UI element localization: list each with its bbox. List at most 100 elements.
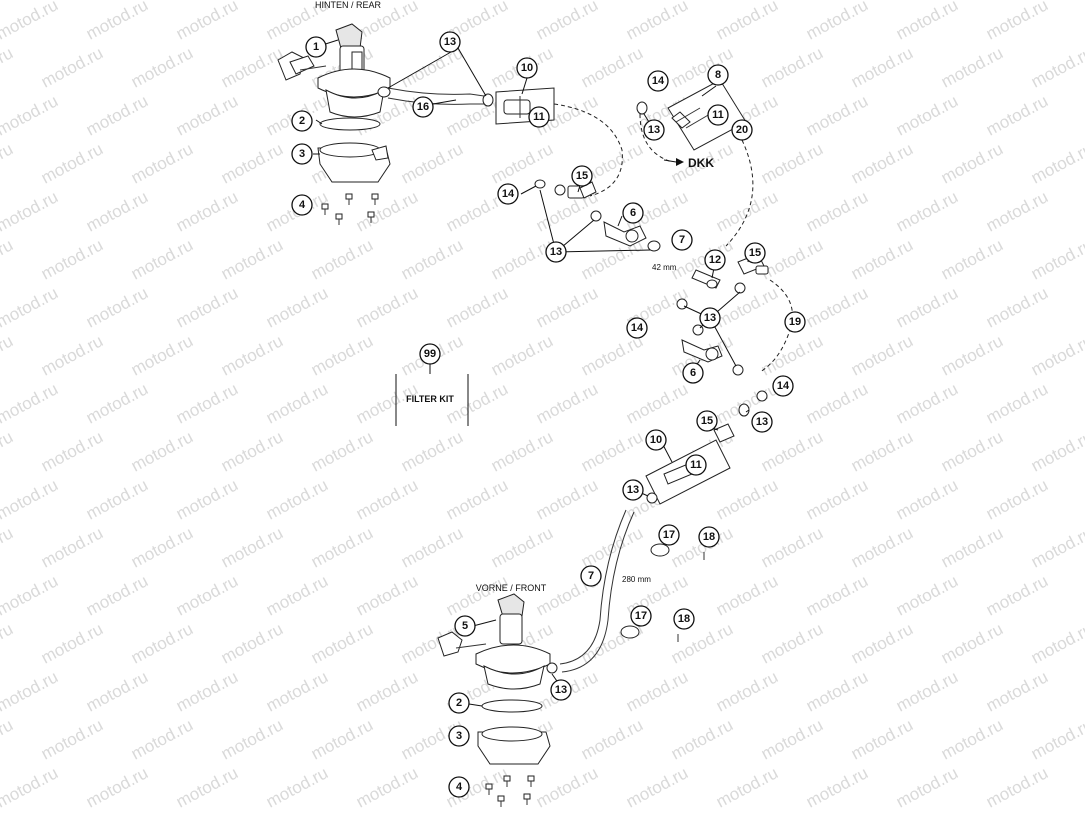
- watermark-text: motod.ru: [848, 619, 916, 667]
- svg-text:5: 5: [462, 620, 468, 632]
- watermark-text: motod.ru: [938, 331, 1006, 379]
- svg-text:6: 6: [630, 207, 636, 219]
- watermark-text: motod.ru: [443, 283, 511, 331]
- watermark-text: motod.ru: [983, 763, 1051, 811]
- svg-text:18: 18: [678, 613, 690, 625]
- watermark-text: motod.ru: [0, 235, 16, 283]
- filter-kit-bracket: [395, 364, 469, 426]
- watermark-text: motod.ru: [803, 667, 871, 715]
- watermark-text: motod.ru: [218, 43, 286, 91]
- watermark-text: motod.ru: [893, 0, 961, 44]
- watermark-text: motod.ru: [848, 331, 916, 379]
- watermark-text: motod.ru: [893, 91, 961, 139]
- watermark-text: motod.ru: [308, 235, 376, 283]
- watermark-text: motod.ru: [38, 523, 106, 571]
- watermark-text: motod.ru: [938, 715, 1006, 763]
- watermark-text: motod.ru: [533, 475, 601, 523]
- rear-screws: [321, 193, 379, 225]
- svg-text:16: 16: [417, 101, 429, 113]
- watermark-text: motod.ru: [938, 619, 1006, 667]
- watermark-text: motod.ru: [803, 379, 871, 427]
- dkk-arrow: DKK: [663, 156, 714, 170]
- watermark-text: motod.ru: [0, 331, 16, 379]
- watermark-text: motod.ru: [1028, 139, 1085, 187]
- callout-13-front: 13: [550, 679, 572, 701]
- svg-text:7: 7: [588, 570, 594, 582]
- watermark-text: motod.ru: [758, 43, 826, 91]
- svg-text:4: 4: [456, 781, 463, 793]
- watermark-text: motod.ru: [128, 427, 196, 475]
- watermark-text: motod.ru: [0, 427, 16, 475]
- watermark-text: motod.ru: [83, 0, 151, 44]
- watermark-text: motod.ru: [38, 619, 106, 667]
- watermark-text: motod.ru: [893, 571, 961, 619]
- front-clamp-13: [546, 662, 558, 674]
- callout-14-right: 14: [772, 375, 794, 397]
- callout-11-top: 11: [528, 106, 550, 128]
- watermark-text: motod.ru: [623, 667, 691, 715]
- watermark-text: motod.ru: [173, 571, 241, 619]
- watermark-text: motod.ru: [713, 0, 781, 44]
- watermark-text: motod.ru: [263, 763, 331, 811]
- callout-14-top: 14: [647, 70, 669, 92]
- watermark-text: motod.ru: [83, 187, 151, 235]
- watermark-text: motod.ru: [263, 667, 331, 715]
- svg-text:10: 10: [650, 434, 662, 446]
- watermark-text: motod.ru: [0, 43, 16, 91]
- callout-6-lower: 6: [682, 362, 704, 384]
- watermark-text: motod.ru: [1028, 331, 1085, 379]
- watermark-text: motod.ru: [938, 43, 1006, 91]
- dkk-line-upper: [639, 113, 673, 163]
- svg-text:11: 11: [690, 459, 702, 471]
- callout-8: 8: [707, 64, 729, 86]
- watermark-text: motod.ru: [533, 763, 601, 811]
- watermark-text: motod.ru: [758, 331, 826, 379]
- watermark-text: motod.ru: [758, 235, 826, 283]
- watermark-text: motod.ru: [0, 523, 16, 571]
- svg-text:3: 3: [299, 148, 305, 160]
- svg-text:13: 13: [648, 124, 660, 136]
- callout-14-left: 14: [497, 183, 519, 205]
- svg-text:7: 7: [679, 234, 685, 246]
- watermark-text: motod.ru: [983, 667, 1051, 715]
- svg-text:13: 13: [444, 36, 456, 48]
- connector-15-lower: [713, 423, 735, 443]
- watermark-text: motod.ru: [218, 619, 286, 667]
- watermark-text: motod.ru: [1028, 619, 1085, 667]
- watermark-text: motod.ru: [1028, 43, 1085, 91]
- watermark-text: motod.ru: [488, 427, 556, 475]
- watermark-text: motod.ru: [353, 763, 421, 811]
- watermark-text: motod.ru: [1028, 235, 1085, 283]
- watermark-text: motod.ru: [713, 475, 781, 523]
- callout-5: 5: [454, 615, 476, 637]
- watermark-text: motod.ru: [893, 475, 961, 523]
- watermark-text: motod.ru: [983, 187, 1051, 235]
- watermark-text: motod.ru: [218, 331, 286, 379]
- pressure-regulator-6-lower: [681, 339, 723, 363]
- watermark-text: motod.ru: [938, 139, 1006, 187]
- clamp-13-lower-filter: [646, 492, 658, 504]
- svg-text:14: 14: [631, 322, 644, 334]
- watermark-text: motod.ru: [173, 763, 241, 811]
- watermark-text: motod.ru: [308, 715, 376, 763]
- watermark-text: motod.ru: [128, 235, 196, 283]
- watermark-text: motod.ru: [893, 187, 961, 235]
- watermark-text: motod.ru: [893, 763, 961, 811]
- svg-text:20: 20: [736, 124, 748, 136]
- callout-2-front: 2: [448, 692, 470, 714]
- dkk-label: DKK: [688, 156, 714, 170]
- watermark-text: motod.ru: [443, 571, 511, 619]
- watermark-text: motod.ru: [83, 475, 151, 523]
- watermark-text: motod.ru: [38, 43, 106, 91]
- callout-2: 2: [291, 110, 313, 132]
- watermark-text: motod.ru: [0, 0, 61, 44]
- callout-19: 19: [784, 311, 806, 333]
- watermark-text: motod.ru: [128, 331, 196, 379]
- callout-10-lower: 10: [645, 429, 667, 451]
- svg-text:13: 13: [627, 484, 639, 496]
- clamps-lower-right: [738, 390, 768, 417]
- watermark-text: motod.ru: [488, 331, 556, 379]
- clamps-upper-left: [534, 179, 602, 222]
- watermark-text: motod.ru: [173, 379, 241, 427]
- watermark-text: motod.ru: [38, 235, 106, 283]
